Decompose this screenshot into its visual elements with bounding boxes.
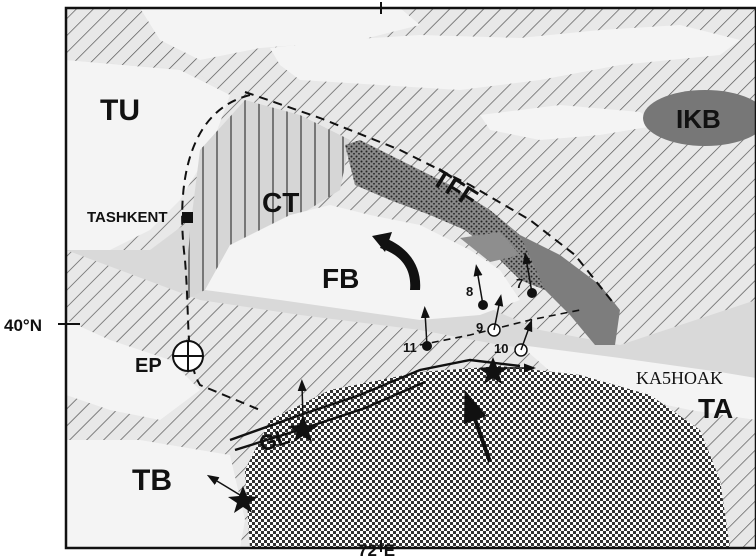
- white-valley-top: [140, 8, 420, 60]
- dashed-inner-line: [419, 309, 581, 346]
- site-9-label: 9: [476, 320, 483, 335]
- site-markers: [420, 252, 537, 357]
- dashed-boundary-west: [181, 94, 261, 411]
- label-ep: EP: [135, 355, 162, 377]
- star-east: [478, 357, 508, 384]
- dark-gray-wedge: [520, 235, 620, 345]
- site-10-label: 10: [494, 341, 508, 356]
- star-markers: [228, 357, 508, 513]
- star-center: [288, 415, 318, 442]
- fb-basin: [205, 205, 520, 320]
- map-frame: [64, 6, 756, 550]
- ta-motion-arrow: [463, 389, 492, 463]
- ikb-region: [643, 90, 756, 146]
- white-valley-lower-right: [520, 345, 756, 420]
- label-tu: TU: [100, 94, 140, 127]
- white-valley-upper-right: [270, 25, 740, 90]
- star-southwest: [228, 486, 258, 513]
- white-plain-tb: [66, 440, 245, 548]
- label-tashkent: TASHKENT: [87, 209, 168, 226]
- ct-region: [185, 100, 350, 300]
- star-center-arrow: [297, 379, 307, 421]
- star-southwest-arrow: [206, 474, 241, 496]
- tashkent-marker: [182, 212, 193, 223]
- label-ta: TA: [698, 393, 733, 424]
- gl-fault-lower: [234, 380, 426, 452]
- white-valley-mid-right: [480, 105, 660, 140]
- tff-fault-line: [244, 91, 616, 306]
- left-margin: [0, 0, 66, 557]
- label-ikb: IKB: [676, 104, 721, 134]
- site-8-label: 8: [466, 284, 473, 299]
- dark-gray-patch: [460, 232, 520, 262]
- white-valley-tu: [66, 60, 230, 250]
- label-tb: TB: [132, 464, 172, 497]
- rotation-arrowhead: [372, 232, 392, 252]
- gl-fault-upper: [229, 358, 521, 442]
- label-place: KA5HOAK: [636, 368, 723, 388]
- label-ct: CT: [262, 187, 299, 218]
- ep-pole-symbol: [172, 340, 204, 372]
- white-valley-lower-left: [66, 320, 200, 420]
- site-11-label: 11: [403, 340, 417, 355]
- lon-label: 72°E: [358, 541, 395, 557]
- lat-label: 40°N: [4, 316, 42, 335]
- site-7-label: 7: [516, 276, 523, 291]
- rotation-arrow: [380, 238, 421, 290]
- label-fb: FB: [322, 263, 359, 294]
